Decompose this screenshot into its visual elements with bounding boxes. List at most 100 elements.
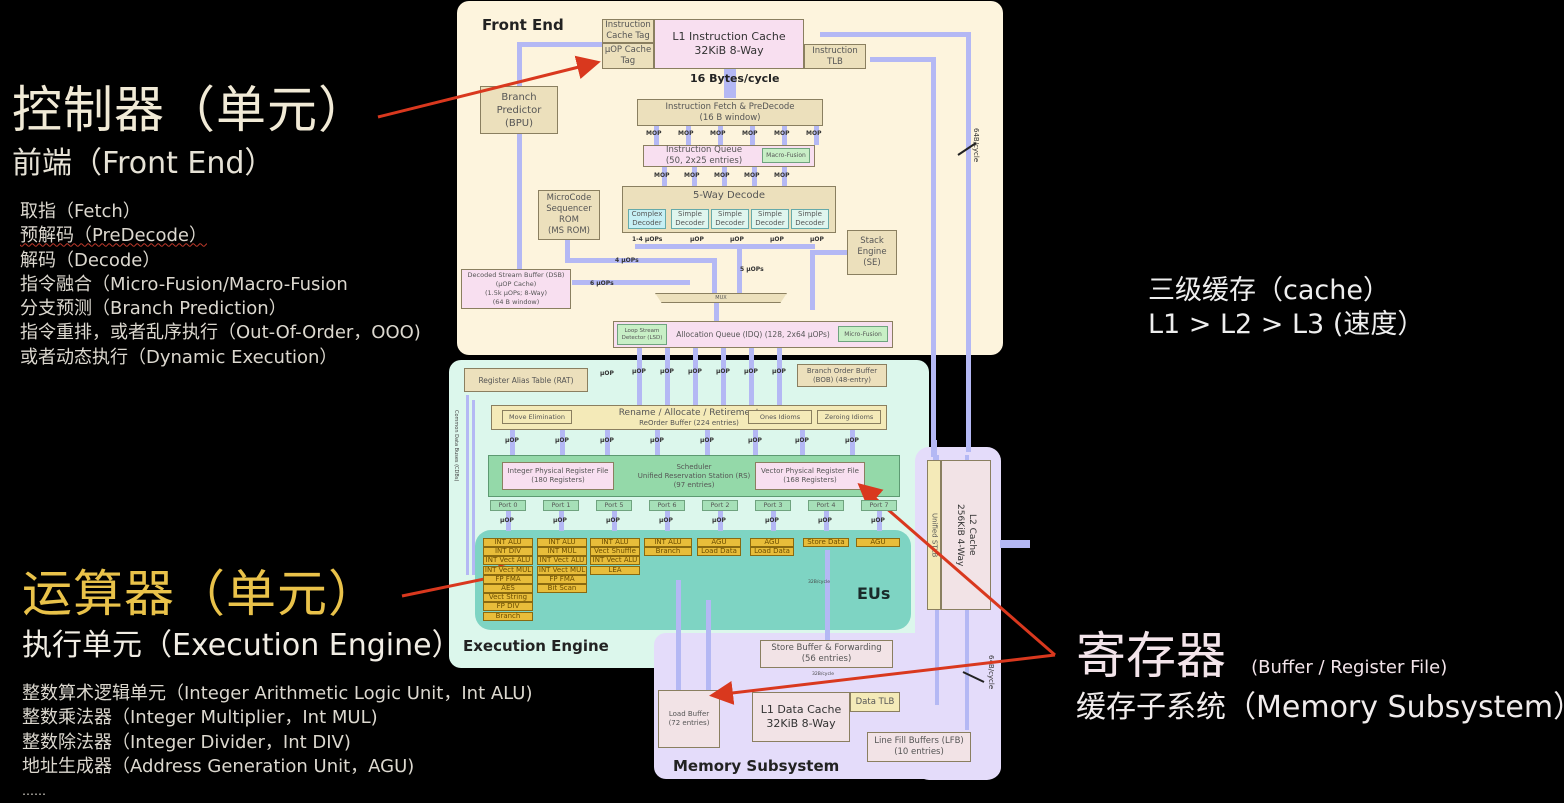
l1-dcache-box: L1 Data Cache 32KiB 8-Way: [752, 692, 850, 742]
mop-label: MOP: [654, 172, 670, 179]
bus-uop: [777, 348, 782, 405]
cache-note-line1: 三级缓存（cache）: [1148, 275, 1390, 306]
mux-label: MUX: [715, 294, 727, 301]
alu-unit-title: 运算器（单元）: [22, 565, 379, 623]
dtlb-label: Data TLB: [855, 696, 895, 707]
front-end-subtitle: 前端（Front End）: [12, 146, 275, 181]
bob-label-2: (BOB) (48-entry): [812, 375, 872, 384]
bus-load-2: [706, 600, 711, 690]
bus-port: [771, 511, 776, 531]
list-item: 分支预测（Branch Prediction）: [20, 298, 287, 320]
mop-label: MOP: [646, 130, 662, 137]
bus-uop: [605, 430, 610, 455]
micro-fusion-box: Micro-Fusion: [838, 326, 888, 342]
bus-uop: [637, 348, 642, 405]
msrom-label-3: ROM: [559, 215, 579, 225]
register-title-note: (Buffer / Register File): [1251, 657, 1448, 678]
bus-port: [877, 511, 882, 531]
list-item: 或者动态执行（Dynamic Execution）: [20, 346, 338, 368]
mop-label: MOP: [684, 172, 700, 179]
bus-port: [506, 511, 511, 531]
eu-unit: Bit Scan: [537, 584, 587, 593]
eu-unit: INT MUL: [537, 547, 587, 557]
port-box: Port 5: [596, 500, 632, 511]
eu-unit: INT Vect ALU: [590, 556, 640, 566]
decode-out-label: µOP: [730, 236, 744, 243]
uop-cache-tag-box: µOP Cache Tag: [602, 43, 654, 69]
eu-unit: INT ALU: [537, 538, 587, 547]
store-rate-label: 32B/cycle: [808, 580, 830, 585]
l1-icache-box: L1 Instruction Cache 32KiB 8-Way: [654, 19, 804, 69]
eu-unit: INT Vect ALU: [537, 556, 587, 566]
lsd-label-2: Detector (LSD): [621, 334, 663, 341]
l1d-size: 32KiB 8-Way: [766, 717, 836, 730]
lsd-box: Loop Stream Detector (LSD): [617, 324, 667, 345]
bus-right-outer: [820, 32, 970, 37]
bus-mop: [686, 126, 691, 145]
fetch-predecode-box: Instruction Fetch & PreDecode (16 B wind…: [637, 99, 823, 126]
bus-uop: [510, 430, 515, 455]
icache-tag-label: Instruction Cache Tag: [605, 20, 651, 41]
zeroing-idioms-label: Zeroing Idioms: [824, 412, 874, 421]
bus-se: [810, 250, 850, 255]
rat-box: Register Alias Table (RAT): [464, 368, 588, 392]
lfb-label: Line Fill Buffers (LFB): [874, 736, 964, 746]
stlb-box: Unified STLB: [927, 460, 941, 610]
bus-decode-merge: [635, 244, 815, 249]
uop-label: µOP: [716, 368, 730, 375]
bus-l2-out: [1000, 540, 1030, 548]
complex-decoder: Complex Decoder: [628, 209, 666, 229]
ms-uops-label: 4 µOPs: [615, 257, 639, 264]
se-label-1: Stack: [860, 236, 884, 246]
eu-unit: INT ALU: [483, 538, 533, 547]
mop-label: MOP: [774, 130, 790, 137]
uop-label: µOP: [659, 517, 673, 524]
eu-unit: FP DIV: [483, 602, 533, 612]
dsb-label-2: (µOP Cache): [495, 280, 537, 288]
decode-out-label: µOP: [770, 236, 784, 243]
bus-uop: [655, 430, 660, 455]
eu-unit: Load Data: [697, 547, 741, 557]
list-item: ……: [22, 784, 46, 799]
rs-label: Unified Reservation Station (RS): [637, 471, 751, 480]
eu-unit: Store Data: [803, 538, 849, 547]
bus-uop: [850, 430, 855, 455]
bus-mop: [814, 126, 819, 145]
vec-prf-box: Vector Physical Register File (168 Regis…: [755, 462, 865, 490]
bus-mop: [750, 126, 755, 145]
bus-tlb-vertical: [931, 57, 936, 457]
port-box: Port 2: [702, 500, 738, 511]
front-end-item-list: 取指（Fetch） 预解码（PreDecode） 解码（Decode） 指令融合…: [20, 200, 421, 370]
itlb-label-2: TLB: [827, 56, 843, 67]
uop-label: µOP: [600, 370, 614, 377]
eu-unit: INT Vect MUL: [537, 565, 587, 575]
dsb-label-3: (1.5k µOPs; 8-Way): [485, 289, 547, 297]
uop-label: µOP: [700, 437, 714, 444]
eu-unit: LEA: [590, 565, 640, 575]
complex-decoder-label-2: Decoder: [632, 219, 662, 227]
uop-label: µOP: [660, 368, 674, 375]
uop-label: µOP: [748, 437, 762, 444]
dtlb-box: Data TLB: [850, 692, 900, 712]
execution-engine-subtitle: 执行单元（Execution Engine）: [22, 628, 462, 663]
zeroing-idioms-box: Zeroing Idioms: [817, 410, 881, 424]
decode-label: 5-Way Decode: [692, 190, 765, 201]
list-item: 预解码（PreDecode）: [20, 225, 207, 247]
bus-l2-left: [933, 440, 937, 460]
bus-ms-horiz: [565, 258, 715, 263]
l1i-size: 32KiB 8-Way: [694, 44, 764, 57]
bus-tlb: [870, 57, 935, 62]
stlb-label: Unified STLB: [930, 512, 939, 558]
bus-mop: [782, 126, 787, 145]
bus-port: [718, 511, 723, 531]
iq-label: Instruction Queue: [665, 145, 743, 155]
fetch-window: (16 B window): [699, 112, 761, 123]
eu-unit: FP FMA: [537, 574, 587, 584]
list-item: 取指（Fetch）: [20, 201, 141, 222]
dsb-label-4: (64 B window): [492, 298, 540, 306]
uop-label: µOP: [795, 437, 809, 444]
int-prf-count: (180 Registers): [531, 476, 585, 484]
mux-box: MUX: [655, 293, 787, 303]
eu-unit: INT Vect MUL: [483, 565, 533, 575]
